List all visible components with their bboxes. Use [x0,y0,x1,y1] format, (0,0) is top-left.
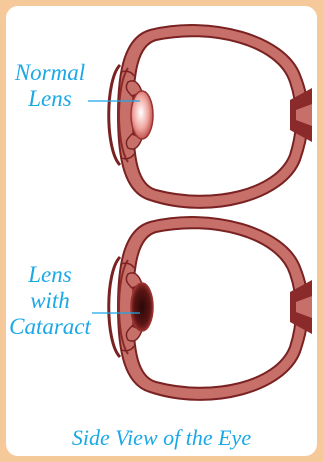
cataract-label-line3: Cataract [6,314,94,340]
normal-lens [131,91,153,139]
cataract-label-line1: Lens [6,262,94,288]
normal-lens-label-line2: Lens [10,86,90,112]
normal-lens-label: Normal Lens [10,60,90,112]
cataract-label-line2: with [6,288,94,314]
cataract-eye [92,217,312,400]
cataract-lens [131,283,153,331]
normal-eye [88,25,312,208]
normal-lens-label-line1: Normal [10,60,90,86]
cataract-lens-label: Lens with Cataract [6,262,94,340]
diagram-caption: Side View of the Eye [0,425,323,451]
